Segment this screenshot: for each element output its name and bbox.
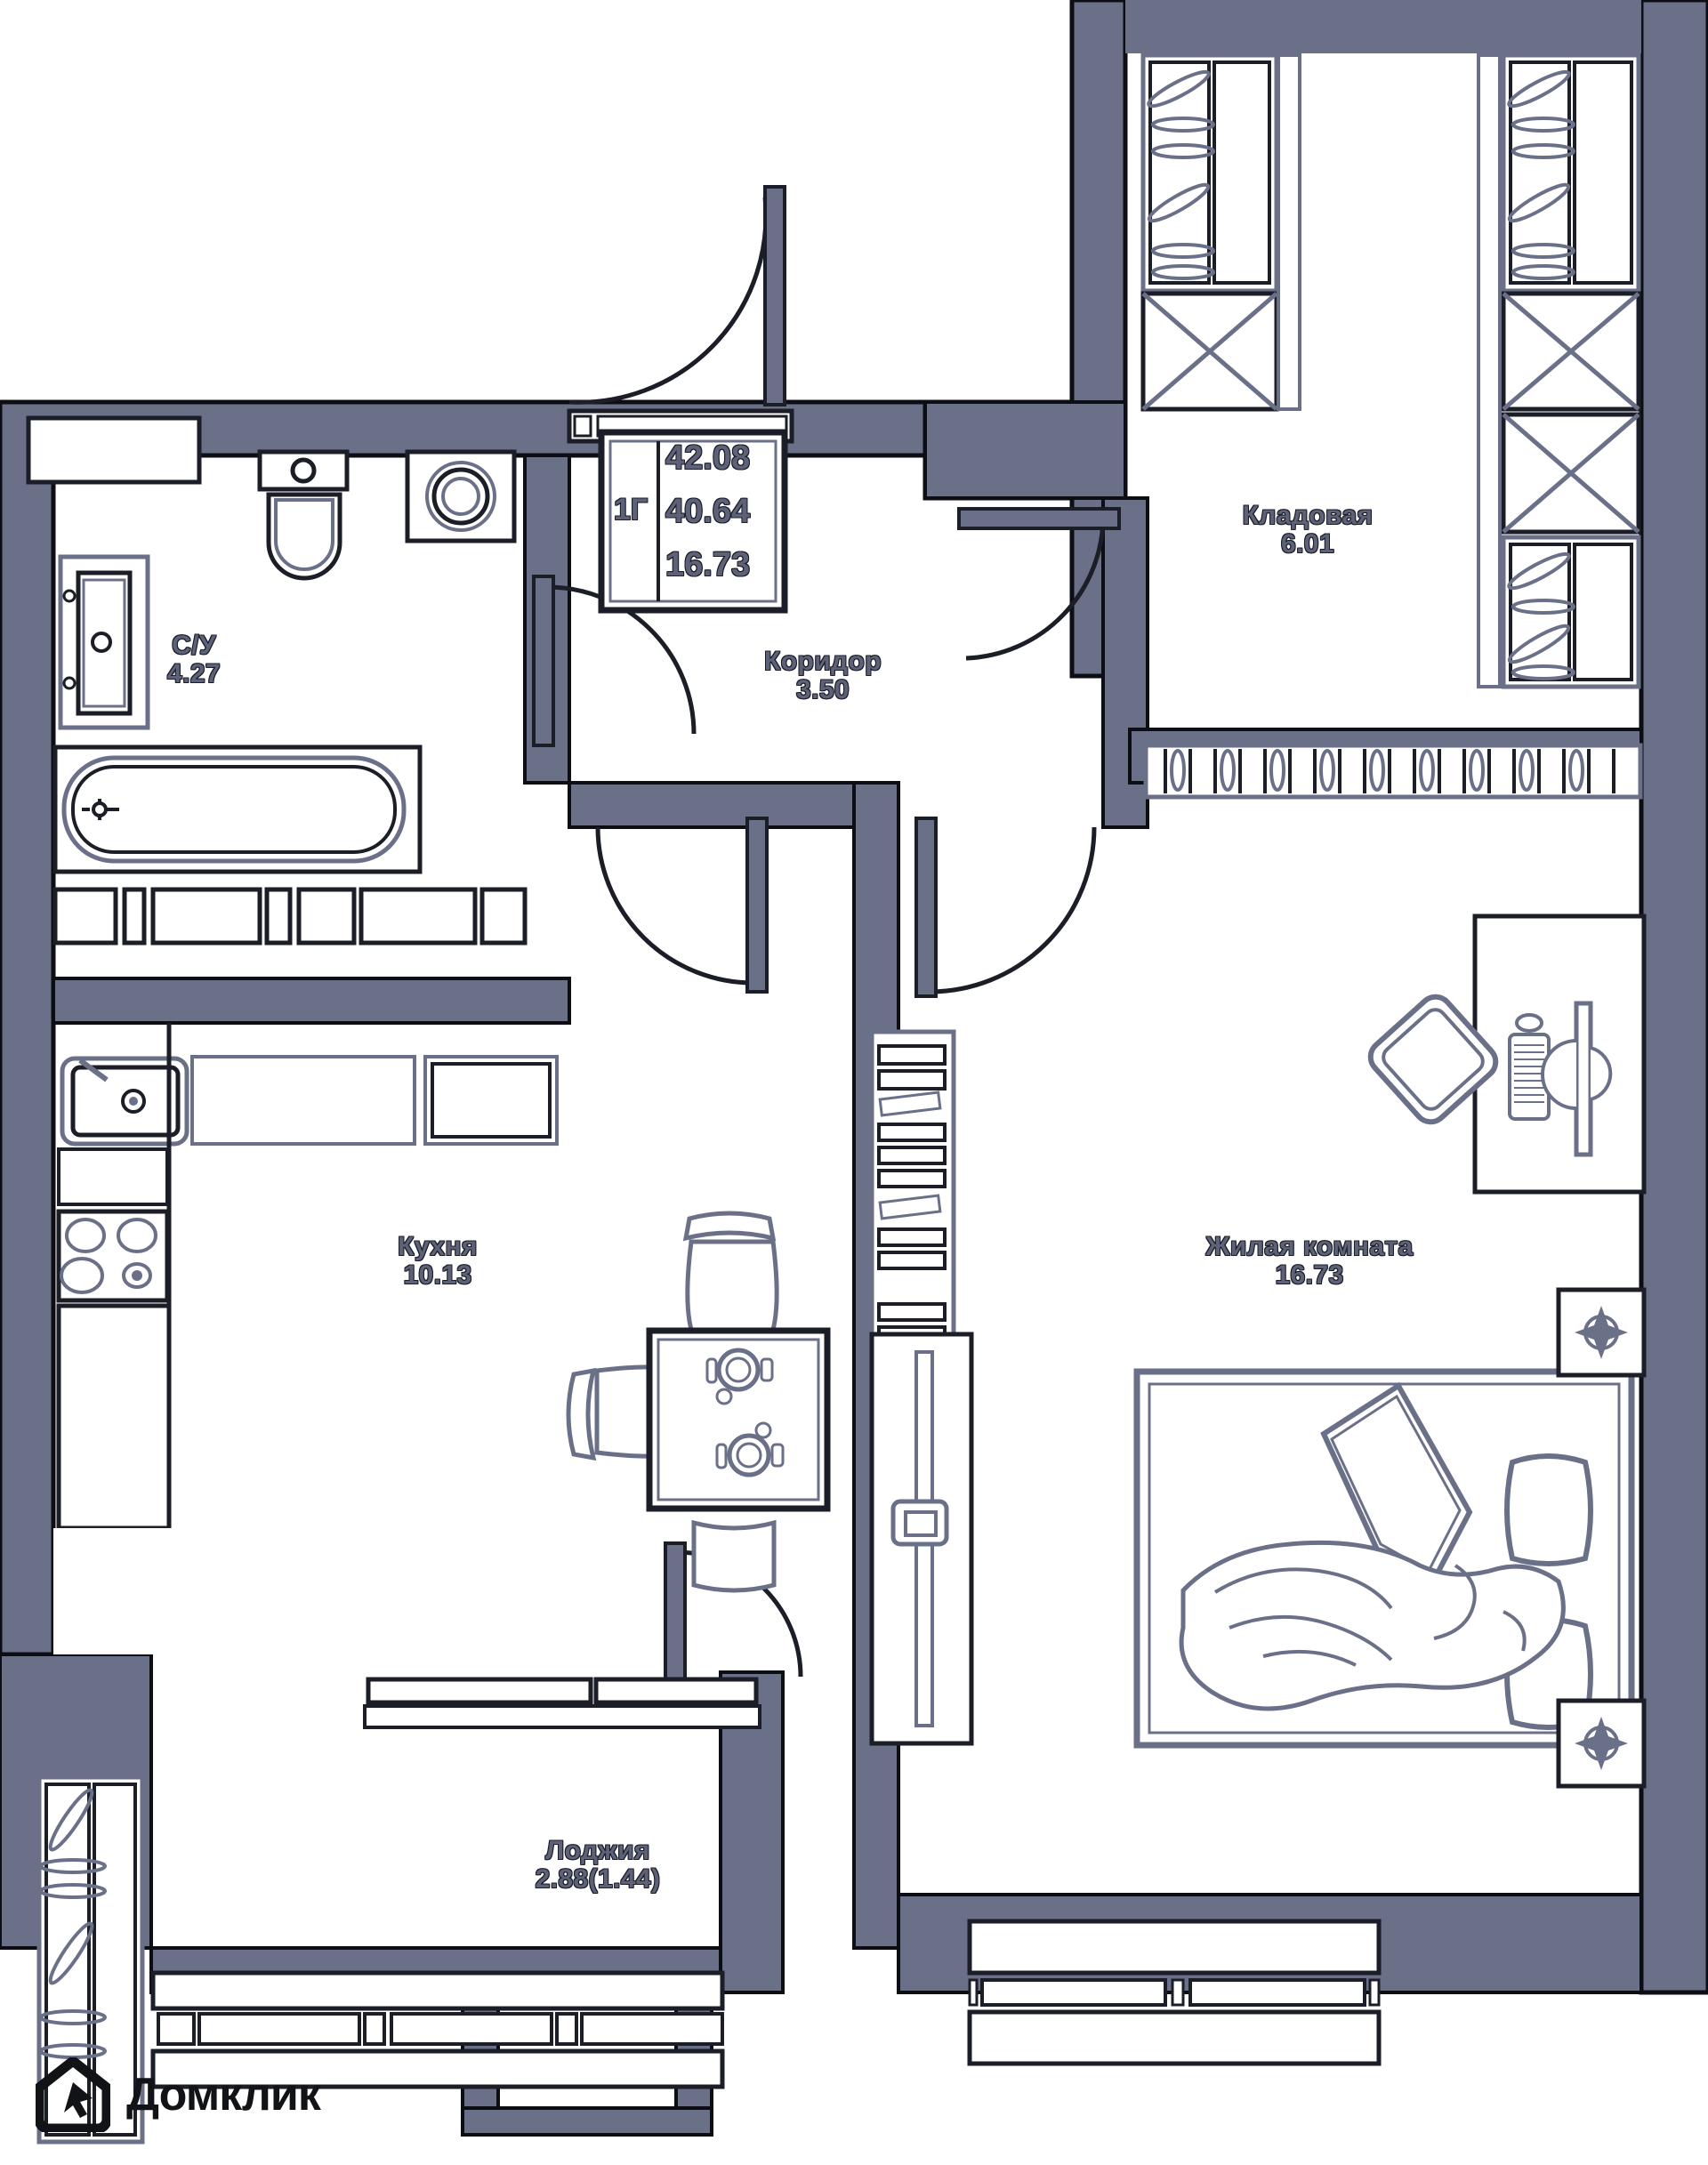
desk-area [1367,913,1647,1195]
bath-cabinets [52,887,528,946]
logo-text: Домклик [126,2069,321,2121]
entry-window [26,415,202,485]
washing-machine-icon [405,449,517,543]
dining-set [566,1211,831,1593]
office-chair-icon [1367,994,1499,1125]
spec-living-total: 40.64 [665,493,751,530]
dining-table-icon [646,1327,831,1512]
glazing [150,408,1382,2089]
wardrobe-icon [1140,52,1301,412]
sink-icon [58,554,150,730]
spec-living-area: 16.73 [665,546,751,584]
bathtub-icon [52,744,423,874]
kitchen-sink-icon [60,1056,189,1147]
storage-wardrobes [1140,52,1643,800]
stove-icon [56,1209,170,1303]
bed-area [1133,1287,1647,1789]
door-swings [532,185,1121,1683]
house-cursor-icon [34,2056,112,2134]
wardrobe-icon [1477,52,1641,689]
bathroom-fixtures [52,449,528,946]
wardrobe-strip-icon [1143,743,1643,800]
chair-icon [691,1519,777,1593]
ceiling-fixture-icon [1556,1698,1647,1789]
monitor-icon [1541,1001,1613,1157]
kitchen-fixtures [53,1023,559,1654]
ceiling-fixture-icon [1556,1287,1647,1378]
domclick-logo[interactable]: Домклик [34,2046,409,2144]
spec-table-box [598,429,788,614]
shelving-unit [869,1029,974,1746]
spec-total-area: 42.08 [665,439,751,477]
toilet-icon [257,449,350,581]
spec-type-label: 1Г [614,493,649,527]
chair-icon [682,1211,779,1342]
